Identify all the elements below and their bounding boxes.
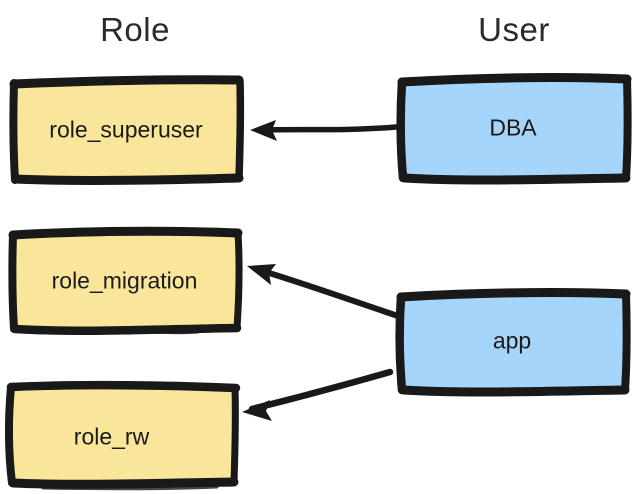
node-dba-shape <box>396 73 632 185</box>
node-app[interactable]: app <box>395 286 631 397</box>
node-role-superuser-shape <box>9 75 245 186</box>
node-dba[interactable]: DBA <box>396 72 632 185</box>
node-role-rw[interactable]: role_rw <box>3 380 241 491</box>
column-header-role: Role <box>100 11 170 48</box>
edge-dba-to-role-superuser <box>250 120 399 141</box>
node-role-superuser[interactable]: role_superuser <box>9 75 245 186</box>
column-header-user: User <box>478 11 550 48</box>
node-role-rw-shape <box>4 380 241 491</box>
edge-app-to-role-migration <box>247 264 401 319</box>
node-role-migration[interactable]: role_migration <box>8 226 243 335</box>
edge-app-to-role-rw <box>242 368 394 421</box>
node-role-migration-shape <box>8 226 243 335</box>
node-app-shape <box>395 288 631 397</box>
